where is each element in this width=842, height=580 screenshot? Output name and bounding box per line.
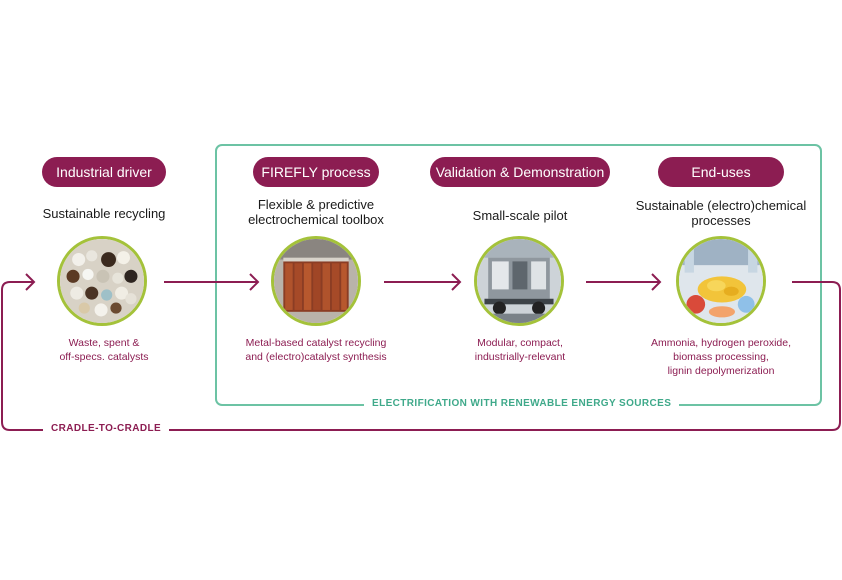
cradle-to-cradle-label: CRADLE-TO-CRADLE [43, 423, 170, 434]
stage-4-caption-line: Ammonia, hydrogen peroxide, [650, 337, 792, 349]
stage-2-caption-line: and (electro)catalyst synthesis [245, 351, 387, 363]
stage-3-caption-line: industrially-relevant [474, 351, 566, 363]
stage-3-caption: Modular, compact, industrially-relevant [430, 336, 610, 364]
arrow-3-head [651, 273, 662, 291]
chemical-products-photo [676, 236, 766, 326]
stage-4-title-line: processes [691, 213, 751, 228]
stage-1-caption-line: off-specs. catalysts [59, 351, 149, 363]
stage-4-title-line: Sustainable (electro)chemical [635, 198, 807, 213]
cradle-to-cradle-loop [1, 281, 841, 431]
stage-4-caption-line: biomass processing, [673, 351, 769, 363]
stage-3-caption-line: Modular, compact, [477, 337, 563, 349]
stage-2-title-line: electrochemical toolbox [248, 212, 384, 227]
stage-4-caption-line: lignin depolymerization [667, 365, 775, 377]
stage-3-title: Small-scale pilot [472, 208, 568, 223]
arrow-1-head [249, 273, 260, 291]
pill-firefly-process: FIREFLY process [253, 157, 379, 187]
pill-end-uses: End-uses [658, 157, 784, 187]
pilot-unit-trailer-photo [474, 236, 564, 326]
loop-arrowhead [25, 273, 36, 291]
stage-4-title: Sustainable (electro)chemical processes [620, 198, 822, 228]
stage-4-caption: Ammonia, hydrogen peroxide, biomass proc… [620, 336, 822, 378]
stage-2-title: Flexible & predictive electrochemical to… [222, 197, 410, 227]
stage-1-caption-line: Waste, spent & [68, 337, 140, 349]
pill-validation-demonstration: Validation & Demonstration [430, 157, 610, 187]
renewable-energy-label: ELECTRIFICATION WITH RENEWABLE ENERGY SO… [364, 398, 680, 409]
stage-2-caption: Metal-based catalyst recycling and (elec… [222, 336, 410, 364]
stage-2-caption-line: Metal-based catalyst recycling [245, 337, 387, 349]
catalyst-pellets-photo [57, 236, 147, 326]
stage-1-caption: Waste, spent & off-specs. catalysts [20, 336, 188, 364]
arrow-2-head [451, 273, 462, 291]
stage-2-title-line: Flexible & predictive [257, 197, 375, 212]
electrochemical-cell-stack-photo [271, 236, 361, 326]
stage-1-title: Sustainable recycling [42, 206, 166, 221]
pill-industrial-driver: Industrial driver [42, 157, 166, 187]
